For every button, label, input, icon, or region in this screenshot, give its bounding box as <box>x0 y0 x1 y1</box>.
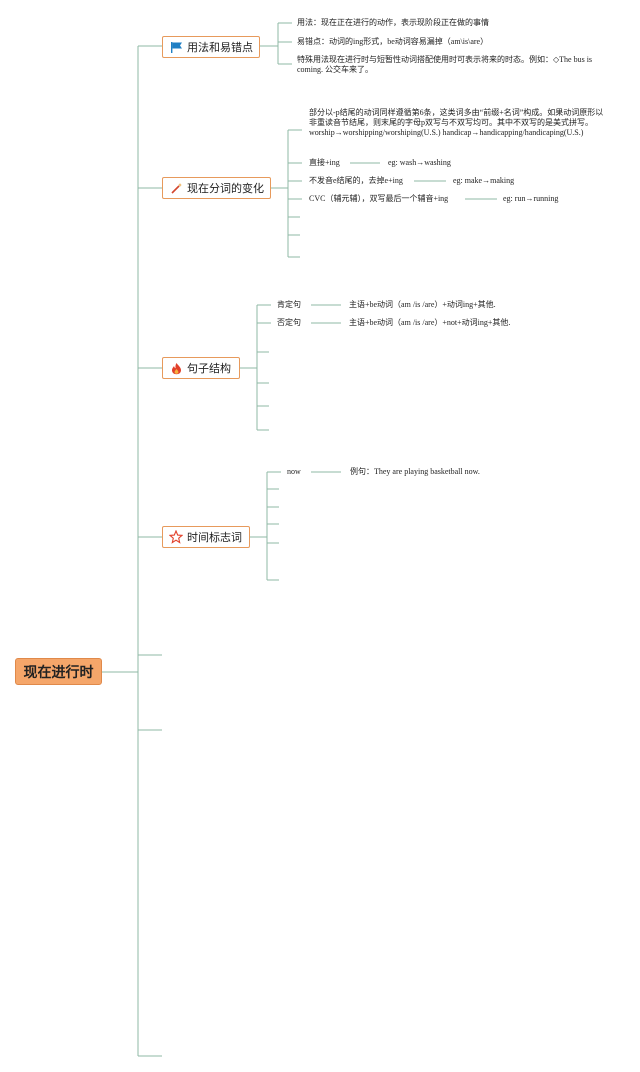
branch-detail: 例句：They are playing basketball now. <box>350 467 480 476</box>
branch-item: 易错点：动词的ing形式，be动词容易漏掉（am\is\are） <box>297 37 489 46</box>
topic-sentence-structure[interactable]: 句子结构 <box>162 357 240 379</box>
topic-label: 句子结构 <box>187 362 231 375</box>
branch-item: 不发音e结尾的，去掉e+ing <box>309 176 403 185</box>
branch-example: eg: run→running <box>503 194 559 203</box>
branch-example: eg: wash→washing <box>388 158 451 167</box>
branch-example: eg: make→making <box>453 176 515 185</box>
branch-item: 否定句 <box>277 318 301 327</box>
branch-item: 特殊用法现在进行时与短暂性动词搭配使用时可表示将来的时态。例如：◇The bus… <box>297 55 593 74</box>
branch-detail: 主语+be动词（am /is /are）+动词ing+其他. <box>349 300 496 309</box>
flag-icon <box>169 40 183 54</box>
magic-wand-icon <box>169 181 183 195</box>
star-icon <box>169 530 183 544</box>
fire-icon <box>169 361 183 375</box>
root-topic-label: 现在进行时 <box>23 664 94 681</box>
root-topic[interactable]: 现在进行时 <box>15 658 102 685</box>
branch-detail: 主语+be动词（am /is /are）+not+动词ing+其他. <box>349 318 511 327</box>
branch-item: 直接+ing <box>309 158 340 167</box>
topic-label: 现在分词的变化 <box>187 182 264 195</box>
topic-label: 时间标志词 <box>187 531 242 544</box>
branch-item: now <box>287 467 301 476</box>
branch-item: 用法：现在正在进行的动作，表示现阶段正在做的事情 <box>297 18 489 27</box>
topic-time-markers[interactable]: 时间标志词 <box>162 526 250 548</box>
topic-usage-and-pitfalls[interactable]: 用法和易错点 <box>162 36 260 58</box>
topic-label: 用法和易错点 <box>187 41 253 54</box>
branch-item: 部分以-p结尾的动词同样遵循第6条，这类词多由“前缀+名词”构成。如果动词原形以… <box>309 108 604 137</box>
topic-participle-changes[interactable]: 现在分词的变化 <box>162 177 271 199</box>
branch-item: 肯定句 <box>277 300 301 309</box>
branch-item: CVC（辅元辅），双写最后一个辅音+ing <box>309 194 449 203</box>
